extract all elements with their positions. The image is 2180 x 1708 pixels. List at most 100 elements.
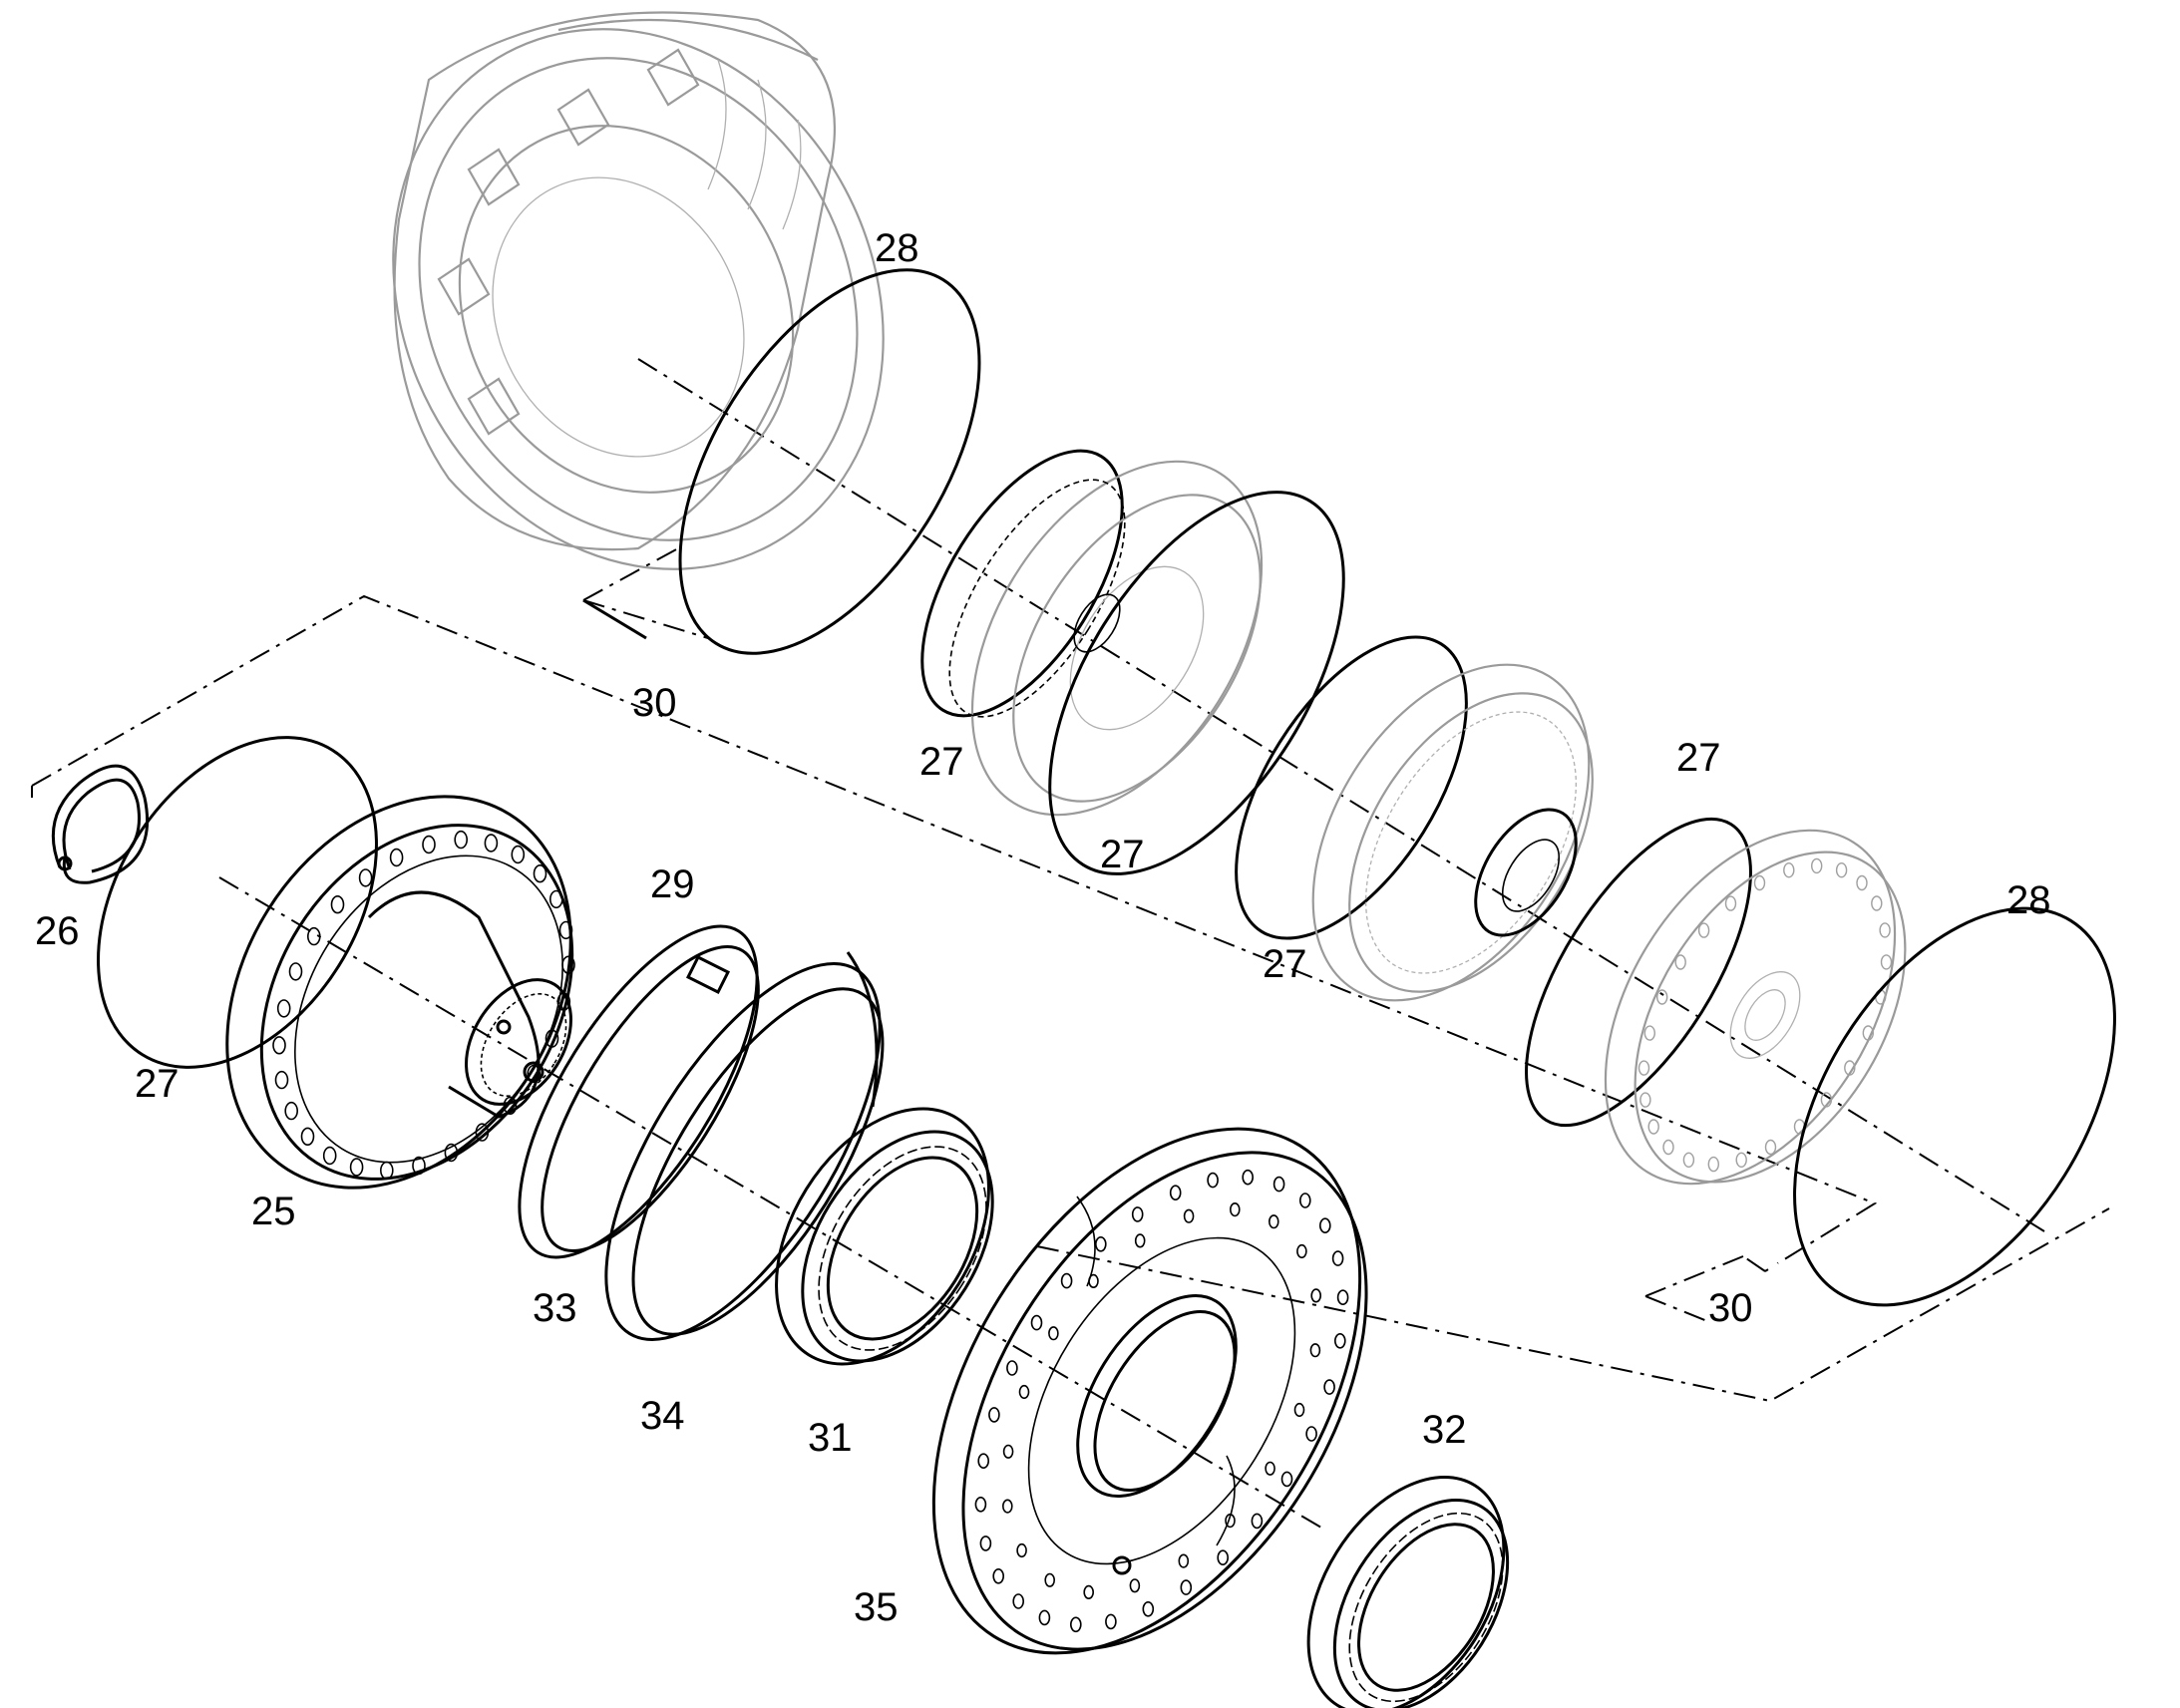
flange-bolt-hole [1095,1236,1107,1252]
flange-bolt-hole [1309,1343,1321,1358]
hub-bolt-hole [561,955,575,974]
flange-bolt-hole [1183,1208,1195,1223]
hub-bolt-hole [358,868,373,887]
hub-25 [225,795,575,1190]
callout-labels: 28 30 27 27 27 27 28 30 26 27 29 25 33 3… [35,226,2051,1629]
flange-bolt-hole [1310,1288,1321,1303]
cover-bolt-hole [1810,857,1823,874]
flange-bolt-hole [992,1568,1005,1584]
flange-bolt-hole [1265,1461,1275,1476]
cover-bolt-hole [1639,1092,1651,1108]
cover-bolt-hole [1880,954,1893,970]
hub-bolt-hole [556,992,571,1011]
flange-bolt-hole [1207,1172,1219,1189]
hub-bolt-hole [300,1127,315,1147]
callout-27-gear: 27 [919,740,964,784]
flange-bolt-hole [988,1407,1000,1423]
hub-bolt-hole [276,999,291,1018]
cover-bolt-hole [1753,874,1766,891]
cover-bolt-hole [1682,1152,1695,1169]
cover-bolt-hole [1643,1025,1656,1041]
flange-bolt-hole [1006,1360,1018,1376]
bearing-32 [1306,1475,1510,1708]
flange-bolt-hole [1230,1201,1241,1217]
bearing-31 [775,1107,994,1366]
flange-bolt-hole [1319,1217,1331,1233]
flange-bolt-hole [1336,1289,1349,1305]
callout-27-center: 27 [1100,833,1145,876]
cover-bolt-hole [1697,922,1710,938]
hub-bolt-hole [330,894,345,914]
hub-bolt-hole [306,926,321,946]
flange-bolt-hole [1002,1444,1014,1459]
flange-bolt-hole [1030,1314,1043,1331]
cover-bolt-hole [1820,1092,1833,1108]
hub-bolt-hole [503,1096,518,1116]
callout-30-lower: 30 [1708,1286,1753,1330]
flange-bolt-hole [1169,1185,1182,1200]
flange-bolt-hole [1242,1169,1254,1186]
hub-bolt-hole [527,1064,542,1084]
cover-bolt-hole [1856,874,1868,891]
hub-bolt-hole [548,889,563,909]
flange-bolt-hole [1269,1214,1279,1229]
flange-bolt-hole [1331,1250,1344,1266]
hub-bolt-hole [389,848,404,867]
planetary-stage [1311,663,1594,1002]
retaining-ring-26 [51,764,150,884]
housing [392,11,885,570]
hub-bolt-hole [288,962,303,981]
flange-bolt-hole [1299,1193,1311,1208]
hub-bolt-hole [511,845,526,864]
cover-bolt-hole [1844,1060,1856,1076]
hub-bolt-hole [454,830,469,850]
cover-bolt-hole [1862,1025,1875,1041]
hub-bolt-hole [444,1143,459,1163]
flange-bolt-hole [1001,1499,1013,1514]
flange-bolt-hole [1088,1273,1099,1288]
hub-spline-gear [465,978,572,1106]
o-ring-27-gear-right [1048,491,1345,875]
flange-bolt-hole [1217,1549,1229,1565]
flange-bolt-hole [1018,1384,1030,1400]
callout-28-upper: 28 [875,226,919,270]
callout-30-upper: 30 [632,681,677,725]
callout-27-upper-right: 27 [1676,736,1721,780]
ring-33 [518,924,760,1259]
callout-34: 34 [640,1394,685,1438]
flange-bolt-hole [1323,1379,1335,1395]
callout-32: 32 [1422,1408,1467,1452]
o-ring-27-planetary-left [1235,635,1468,940]
flange-bolt-hole [1038,1609,1051,1626]
flange-bolt-hole [1048,1326,1059,1341]
hub-bolt-hole [284,1101,299,1121]
callout-28-lower: 28 [2006,878,2051,922]
flange-bolt-hole [979,1536,992,1551]
hub-bolt-hole [272,1036,286,1055]
cover-bolt-hole [1637,1060,1650,1076]
flange-bolt-hole [1070,1616,1082,1633]
hub-bolt-hole [484,834,499,853]
cover-bolt-hole [1724,895,1737,911]
gear-carrier [948,460,1264,817]
flange-bolt-hole [1180,1579,1193,1595]
flange-35 [931,1127,1368,1655]
hub-bolt-hole [475,1123,490,1142]
flange-bolt-hole [1142,1601,1155,1617]
hub-bolt-hole [533,863,547,883]
cover-bolt-hole [1655,989,1668,1005]
flange-bolt-hole [1016,1542,1027,1558]
hub-bolt-hole [349,1158,364,1177]
assembly-outline [31,547,2110,1403]
flange-bolt-hole [1129,1578,1141,1593]
flange-bolt-hole [1131,1206,1144,1222]
callout-31: 31 [808,1416,853,1460]
hub-bolt-hole [422,835,436,854]
flange-bolt-hole [1044,1572,1055,1587]
hub-bolt-hole [379,1161,394,1181]
flange-bolt-hole [977,1453,990,1469]
flange-bolt-hole [1012,1593,1025,1609]
o-ring-27-gear-left [920,449,1124,718]
flange-bolt-hole [1105,1613,1117,1630]
flange-bolt-hole [1305,1426,1317,1442]
